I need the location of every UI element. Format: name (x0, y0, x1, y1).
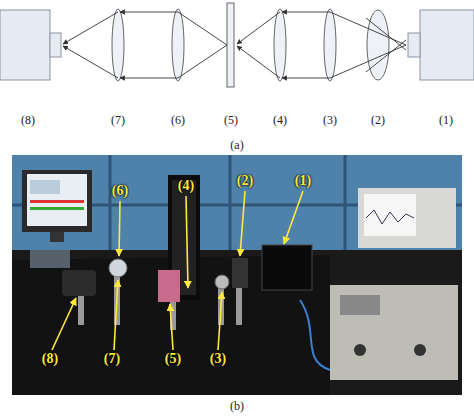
part-label: (1) (439, 114, 453, 126)
part-label: (4) (273, 114, 287, 126)
part-label: (6) (171, 114, 185, 126)
lens-4 (274, 9, 286, 81)
lens-6 (172, 9, 184, 81)
lens-3 (324, 9, 336, 81)
callout-number: (3) (210, 352, 226, 366)
lab-photo (12, 155, 462, 395)
source-port (408, 33, 420, 57)
detector-port (50, 33, 61, 57)
callout-number: (4) (178, 179, 194, 193)
lens-2 (367, 10, 389, 80)
part-label: (3) (323, 114, 337, 126)
part-label: (7) (111, 114, 125, 126)
callout-number: (8) (42, 352, 58, 366)
part-label: (5) (224, 114, 238, 126)
part-label: (2) (371, 114, 385, 126)
lens-7 (112, 9, 124, 81)
leader-arrows (52, 191, 303, 350)
callout-number: (7) (104, 352, 120, 366)
callout-number: (1) (295, 174, 311, 188)
part-label: (b) (230, 400, 244, 412)
optical-schematic (0, 3, 474, 87)
sample-plate (227, 3, 234, 87)
part-label: (8) (21, 114, 35, 126)
part-label: (a) (230, 139, 243, 151)
callout-number: (2) (237, 174, 253, 188)
callout-number: (6) (112, 184, 128, 198)
light-rays (63, 12, 406, 78)
detector-box (0, 10, 50, 80)
source-box (420, 10, 474, 80)
callout-number: (5) (165, 352, 181, 366)
